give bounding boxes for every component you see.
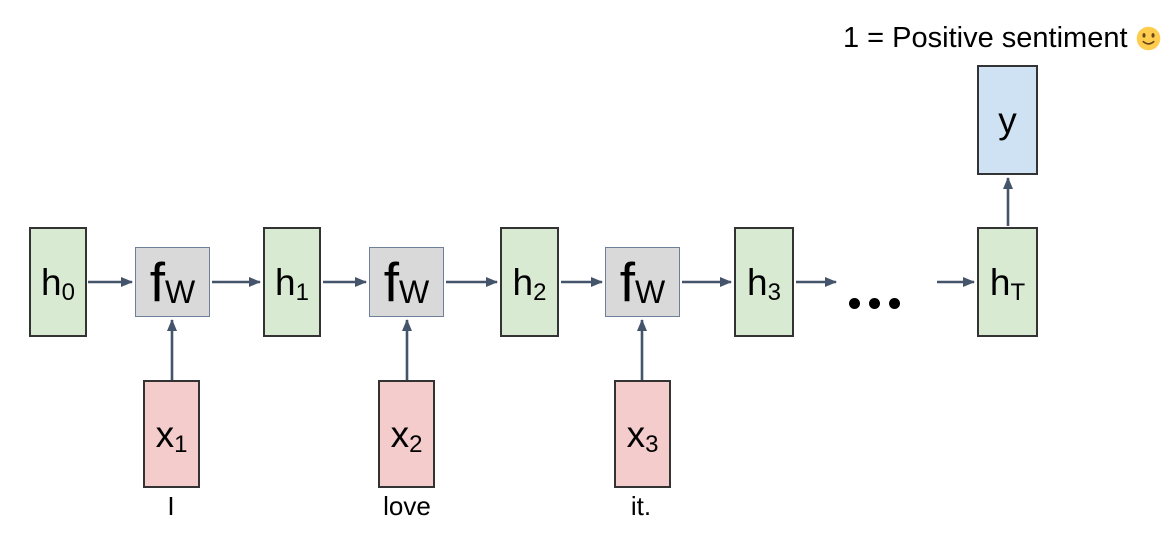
- rnn-cell-fw1-box: fW: [135, 247, 210, 317]
- input-x3-label: x3: [626, 413, 659, 457]
- word-caption-3: it.: [630, 491, 652, 521]
- label-sub: W: [635, 273, 666, 310]
- input-x2-label: x2: [390, 413, 423, 457]
- rnn-cell-fw2-box: fW: [369, 247, 444, 317]
- hidden-state-h2-box: h2: [500, 227, 559, 337]
- label-base: h: [275, 261, 296, 303]
- label-base: f: [619, 250, 636, 313]
- label-sub: 1: [174, 430, 188, 458]
- ellipsis-dot: [849, 298, 860, 309]
- hidden-state-h0-label: h0: [41, 261, 75, 305]
- output-y-label: y: [998, 99, 1017, 141]
- label-base: x: [155, 413, 175, 455]
- label-base: h: [989, 261, 1011, 303]
- hidden-state-ht-box: hT: [977, 227, 1038, 337]
- rnn-cell-fw3-label: fW: [620, 254, 666, 310]
- label-base: x: [390, 413, 410, 455]
- label-sub: 1: [295, 278, 309, 306]
- label-sub: 3: [767, 278, 781, 306]
- ellipsis-dot: [889, 298, 900, 309]
- ellipsis: [849, 298, 900, 309]
- label-sub: 2: [409, 430, 423, 458]
- input-x1-box: x1: [143, 380, 200, 488]
- label-base: h: [512, 261, 534, 303]
- hidden-state-h2-label: h2: [512, 261, 547, 305]
- hidden-state-h0-box: h0: [29, 227, 87, 337]
- label-base: f: [383, 250, 400, 313]
- sentiment-annotation: 1 = Positive sentiment: [843, 22, 1161, 54]
- sentiment-annotation-text: 1 = Positive sentiment: [843, 22, 1128, 54]
- label-base: x: [626, 413, 646, 455]
- label-sub: 0: [61, 278, 75, 306]
- label-sub: 3: [645, 430, 659, 458]
- rnn-cell-fw1-label: fW: [150, 254, 196, 310]
- output-y-box: y: [977, 65, 1038, 175]
- label-base: h: [747, 261, 768, 303]
- hidden-state-h1-box: h1: [263, 227, 321, 337]
- label-sub: 2: [533, 278, 547, 306]
- hidden-state-h3-label: h3: [747, 261, 781, 305]
- input-x2-box: x2: [378, 380, 435, 488]
- word-caption-1: I: [167, 491, 175, 521]
- hidden-state-ht-label: hT: [989, 261, 1025, 305]
- rnn-cell-fw3-box: fW: [605, 247, 680, 317]
- smiley-face-icon: [1136, 26, 1160, 50]
- label-sub: W: [399, 273, 430, 310]
- label-sub: T: [1010, 278, 1026, 306]
- hidden-state-h3-box: h3: [734, 227, 794, 337]
- rnn-cell-fw2-label: fW: [384, 254, 430, 310]
- input-x3-box: x3: [614, 380, 671, 488]
- label-sub: W: [165, 273, 196, 310]
- label-base: f: [149, 250, 166, 313]
- hidden-state-h1-label: h1: [275, 261, 309, 305]
- ellipsis-dot: [869, 298, 880, 309]
- word-caption-2: love: [383, 491, 431, 521]
- input-x1-label: x1: [155, 413, 188, 457]
- label-base: h: [41, 261, 62, 303]
